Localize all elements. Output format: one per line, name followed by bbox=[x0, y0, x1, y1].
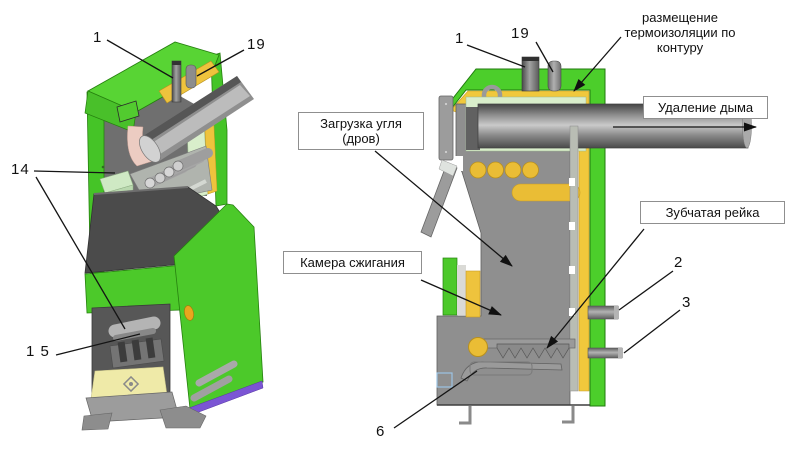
arrow-insulation bbox=[573, 36, 622, 92]
baffle-tongue bbox=[511, 183, 581, 202]
leader-lines bbox=[33, 36, 757, 429]
strip-notches bbox=[569, 178, 575, 316]
label-smoke-removal: Удаление дыма bbox=[643, 96, 768, 119]
callout-2: 2 bbox=[674, 254, 684, 271]
label-toothed-rack: Зубчатая рейка bbox=[640, 201, 785, 224]
leg bbox=[459, 406, 472, 425]
leader-2 bbox=[618, 270, 674, 311]
left-3d-view bbox=[81, 41, 264, 431]
leader-6 bbox=[393, 370, 478, 429]
hopper-edge bbox=[93, 186, 189, 195]
connection-pipe-2 bbox=[587, 305, 619, 320]
rear-notched-strip bbox=[569, 125, 579, 392]
callout-19-right: 19 bbox=[511, 25, 530, 42]
chute-cap bbox=[438, 159, 458, 177]
outlet-pipe-19-3d bbox=[185, 64, 197, 89]
label-coal-loading: Загрузка угля (дров) bbox=[298, 112, 424, 150]
leader-14b bbox=[35, 176, 126, 330]
floor-bolt bbox=[122, 375, 140, 393]
ash-pan-handle bbox=[469, 361, 533, 376]
leader-3 bbox=[623, 309, 681, 354]
lifting-hook bbox=[481, 84, 503, 102]
pipe-2-tip bbox=[614, 306, 619, 319]
side-bracket bbox=[190, 375, 233, 402]
foot-right bbox=[159, 405, 207, 429]
orange-plug bbox=[184, 305, 194, 321]
callout-3: 3 bbox=[682, 294, 692, 311]
smoke-tube-3d bbox=[139, 76, 254, 163]
roof-recess bbox=[116, 100, 140, 123]
front-upper-panel bbox=[438, 95, 454, 161]
front-door-gap bbox=[457, 265, 466, 315]
pipe-3-tip bbox=[618, 348, 623, 358]
label-combustion-chamber: Камера сжигания bbox=[283, 251, 422, 274]
leader-1-right bbox=[466, 44, 526, 68]
flue-holes bbox=[469, 161, 539, 179]
foot-left bbox=[81, 412, 113, 431]
callout-19-left: 19 bbox=[247, 36, 266, 53]
leg bbox=[562, 406, 575, 424]
leader-19-left bbox=[196, 49, 245, 77]
outlet-pipe-1-cap bbox=[522, 57, 539, 61]
screw-dot bbox=[444, 150, 448, 154]
arrow-chamber bbox=[420, 279, 502, 316]
grate-drum bbox=[108, 316, 161, 338]
screw-dot bbox=[444, 102, 448, 106]
smoke-pipe bbox=[477, 103, 749, 149]
connection-pipe-3 bbox=[587, 347, 623, 359]
arrow-loading bbox=[374, 150, 513, 267]
leader-19-right bbox=[535, 41, 554, 73]
rack-roller bbox=[468, 337, 488, 357]
outlet-pipe-1-cap bbox=[172, 61, 181, 65]
leader-15 bbox=[55, 333, 141, 356]
highlight-box bbox=[436, 372, 453, 388]
right-section-view bbox=[420, 56, 752, 425]
shell-green bbox=[445, 68, 606, 407]
insulation-note: размещение термоизоляции по контуру bbox=[624, 10, 736, 55]
outlet-pipe-1 bbox=[521, 56, 540, 92]
arrow-rack bbox=[546, 228, 645, 349]
firebox-opening bbox=[89, 303, 171, 409]
leader-1-left bbox=[106, 39, 174, 79]
callout-15: 1 5 bbox=[26, 343, 50, 360]
callout-6: 6 bbox=[376, 423, 386, 440]
callout-14: 14 bbox=[11, 161, 30, 178]
callout-1-left: 1 bbox=[93, 29, 103, 46]
heat-exchanger-tubes bbox=[144, 148, 213, 189]
side-bracket bbox=[195, 360, 238, 387]
front-door-insulation bbox=[465, 270, 481, 318]
callout-1-right: 1 bbox=[455, 30, 465, 47]
leader-14a bbox=[33, 170, 116, 174]
screw-dot bbox=[101, 165, 105, 169]
front-door-green bbox=[442, 257, 458, 316]
flue-opening bbox=[466, 107, 480, 150]
outlet-pipe-1-3d bbox=[171, 60, 182, 103]
